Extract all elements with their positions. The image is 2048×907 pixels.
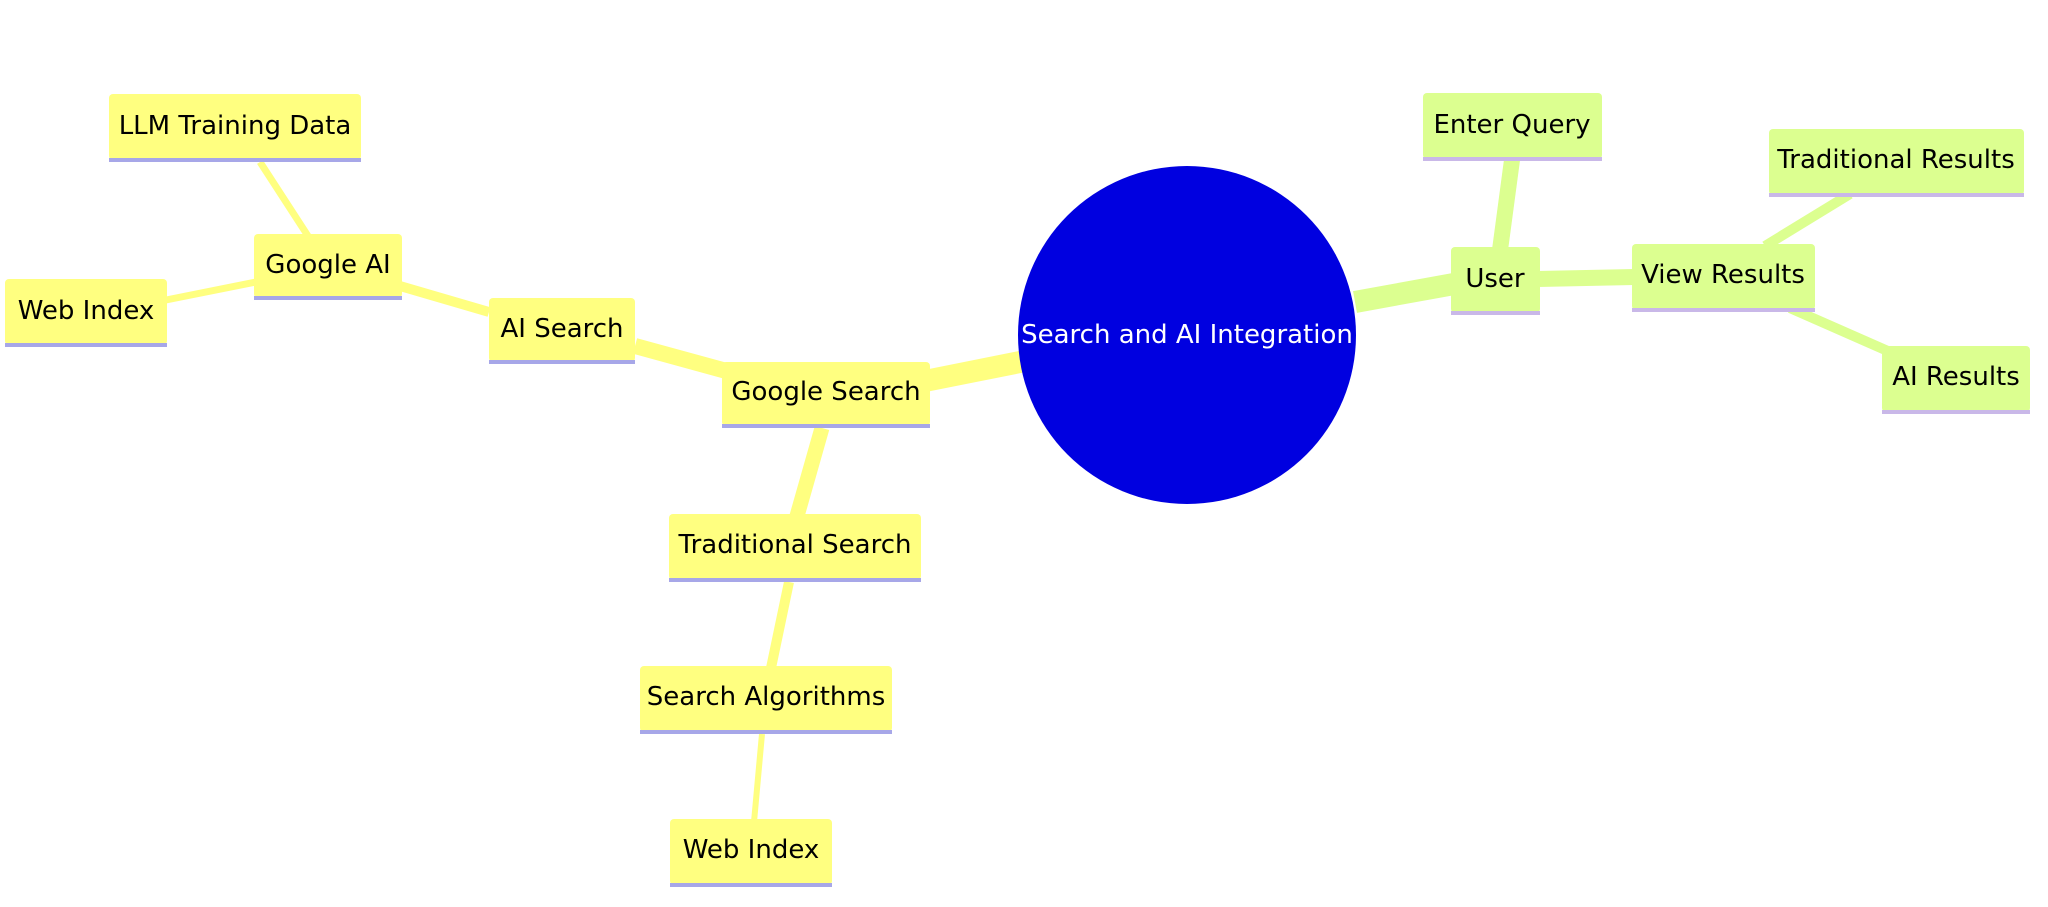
edge-google-ai-llm-training-data [257,160,311,238]
node-user-label: User [1465,264,1525,294]
node-ai-results-underline [1882,410,2030,414]
node-search-algorithms-underline [640,730,892,734]
node-user-box [1451,247,1540,313]
node-user-underline [1451,311,1540,315]
edge-google-search-traditional-search [789,425,830,519]
node-traditional-results-label: Traditional Results [1776,145,2015,175]
edge-root-google-search [917,349,1033,393]
node-web-index-left: Web Index [5,279,167,347]
node-ai-results: AI Results [1882,346,2030,414]
node-google-search: Google Search [722,362,930,428]
node-view-results-underline [1632,308,1815,312]
node-view-results-label: View Results [1641,260,1805,290]
node-llm-training-data-underline [109,158,361,162]
node-web-index-bottom-box [670,819,832,885]
edge-ai-search-google-ai [398,281,491,317]
node-search-algorithms-box [640,666,892,732]
node-traditional-results-box [1769,129,2024,195]
node-google-ai-underline [254,296,402,300]
node-traditional-search: Traditional Search [669,514,921,582]
node-view-results-box [1632,244,1815,310]
root-label: Search and AI Integration [1021,320,1353,350]
node-ai-search: AI Search [489,298,635,364]
node-google-ai-label: Google AI [265,250,390,280]
node-traditional-results-underline [1769,193,2024,197]
node-ai-search-box [489,298,635,362]
node-llm-training-data-box [109,94,361,160]
node-enter-query-label: Enter Query [1433,110,1590,140]
node-google-search-box [722,362,930,426]
edge-user-enter-query [1492,158,1520,252]
node-llm-training-data: LLM Training Data [109,94,361,162]
node-traditional-search-underline [669,578,921,582]
edge-root-user [1353,273,1456,313]
root-circle [1018,166,1356,504]
edge-traditional-search-search-algorithms [766,580,794,670]
node-ai-search-underline [489,360,635,364]
node-enter-query-box [1423,93,1602,159]
node-ai-search-label: AI Search [500,314,623,344]
edge-google-search-ai-search [632,338,733,380]
edges-layer [165,158,1893,823]
node-web-index-bottom: Web Index [670,819,832,887]
edge-user-view-results [1537,269,1635,287]
edge-view-results-traditional-results [1762,189,1853,251]
edge-google-ai-web-index [165,278,257,304]
node-google-search-underline [722,424,930,428]
node-google-ai: Google AI [254,234,402,300]
node-ai-results-box [1882,346,2030,412]
node-web-index-bottom-underline [670,883,832,887]
node-traditional-search-box [669,514,921,580]
node-view-results: View Results [1632,244,1815,312]
node-ai-results-label: AI Results [1892,362,2020,392]
node-web-index-bottom-label: Web Index [683,835,820,865]
node-llm-training-data-label: LLM Training Data [119,111,352,141]
node-web-index-left-box [5,279,167,345]
node-web-index-left-label: Web Index [18,296,155,326]
node-search-algorithms: Search Algorithms [640,666,892,734]
edge-view-results-ai-results [1787,303,1893,357]
edge-search-algorithms-web-index [751,733,765,823]
node-search-algorithms-label: Search Algorithms [647,682,885,712]
root-node: Search and AI Integration [1018,166,1356,504]
node-traditional-search-label: Traditional Search [678,530,912,560]
node-traditional-results: Traditional Results [1769,129,2024,197]
node-google-ai-box [254,234,402,298]
node-user: User [1451,247,1540,315]
node-enter-query: Enter Query [1423,93,1602,161]
node-enter-query-underline [1423,157,1602,161]
node-google-search-label: Google Search [731,377,920,407]
nodes-layer: Search and AI Integration Google Search … [5,93,2030,887]
node-web-index-left-underline [5,343,167,347]
